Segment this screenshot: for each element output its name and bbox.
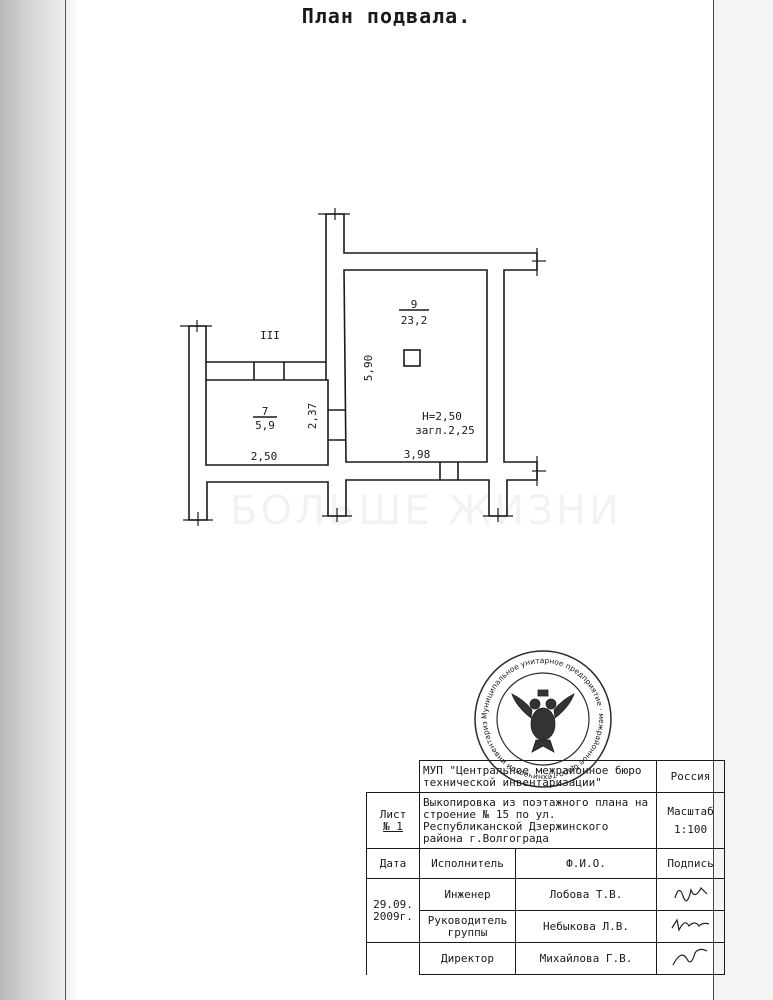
sheet-number: № 1	[383, 819, 403, 833]
signature-engineer	[656, 878, 726, 911]
country-label: Россия	[656, 760, 726, 793]
watermark-text: БОЛЬШЕ ЖИЗНИ	[230, 488, 622, 534]
basement-floor-plan: 9 23,2 7 5,9 III H=2,50 загл.2,25 3,98 2…	[180, 208, 546, 526]
document-description: Выкопировка из поэтажного плана на строе…	[418, 792, 658, 849]
drawing-title-block: МУП "Центральное межрайонное бюро технич…	[366, 760, 726, 975]
room-7-area: 5,9	[255, 419, 275, 432]
name-engineer: Лобова Т.В.	[514, 878, 658, 911]
name-director: Михайлова Г.В.	[514, 942, 658, 975]
room-9-inner-wall	[343, 269, 488, 463]
name-group-lead: Небыкова Л.В.	[514, 910, 658, 943]
room-9-number: 9	[411, 298, 418, 311]
performer-header: Исполнитель	[419, 848, 516, 879]
room-7-inner-wall	[205, 379, 329, 466]
room-9-depth-dimension: 5,90	[362, 355, 375, 382]
role-group-lead: Руководитель группы	[419, 910, 516, 943]
role-director: Директор	[419, 942, 516, 975]
signature-group-lead	[656, 910, 726, 943]
signature-scribble-icon	[673, 886, 707, 902]
room-7-number: 7	[262, 405, 269, 418]
scale-label: Масштаб	[667, 804, 714, 818]
room-7-width-dimension: 2,50	[251, 450, 278, 463]
height-note: H=2,50	[422, 410, 462, 423]
coat-of-arms-icon	[511, 689, 575, 753]
page-frame-line-left	[65, 0, 66, 1000]
signature-scribble-icon	[671, 918, 709, 932]
room-7-depth-dimension: 2,37	[306, 403, 319, 430]
page-title: План подвала.	[301, 4, 472, 28]
date-value: 29.09. 2009г.	[366, 878, 420, 943]
section-mark: III	[260, 329, 280, 342]
date-header: Дата	[366, 848, 420, 879]
name-header: Ф.И.О.	[514, 848, 658, 879]
room-9-width-dimension: 3,98	[404, 448, 431, 461]
page-frame-line	[713, 0, 714, 1000]
role-engineer: Инженер	[419, 878, 516, 911]
depth-note: загл.2,25	[415, 424, 475, 437]
scale-cell: Масштаб 1:100	[656, 792, 726, 849]
pillar	[403, 349, 421, 367]
signature-header: Подпись	[656, 848, 726, 879]
room-9-area: 23,2	[401, 314, 428, 327]
signature-director	[656, 942, 726, 975]
official-round-stamp: Муниципальное унитарное предприятие · ме…	[472, 648, 612, 788]
signature-scribble-icon	[671, 948, 707, 966]
organization-name: МУП "Центральное межрайонное бюро технич…	[418, 760, 658, 793]
sheet-cell: Лист № 1	[366, 792, 420, 849]
scale-value: 1:100	[673, 822, 708, 836]
sheet-label: Лист	[379, 807, 407, 821]
